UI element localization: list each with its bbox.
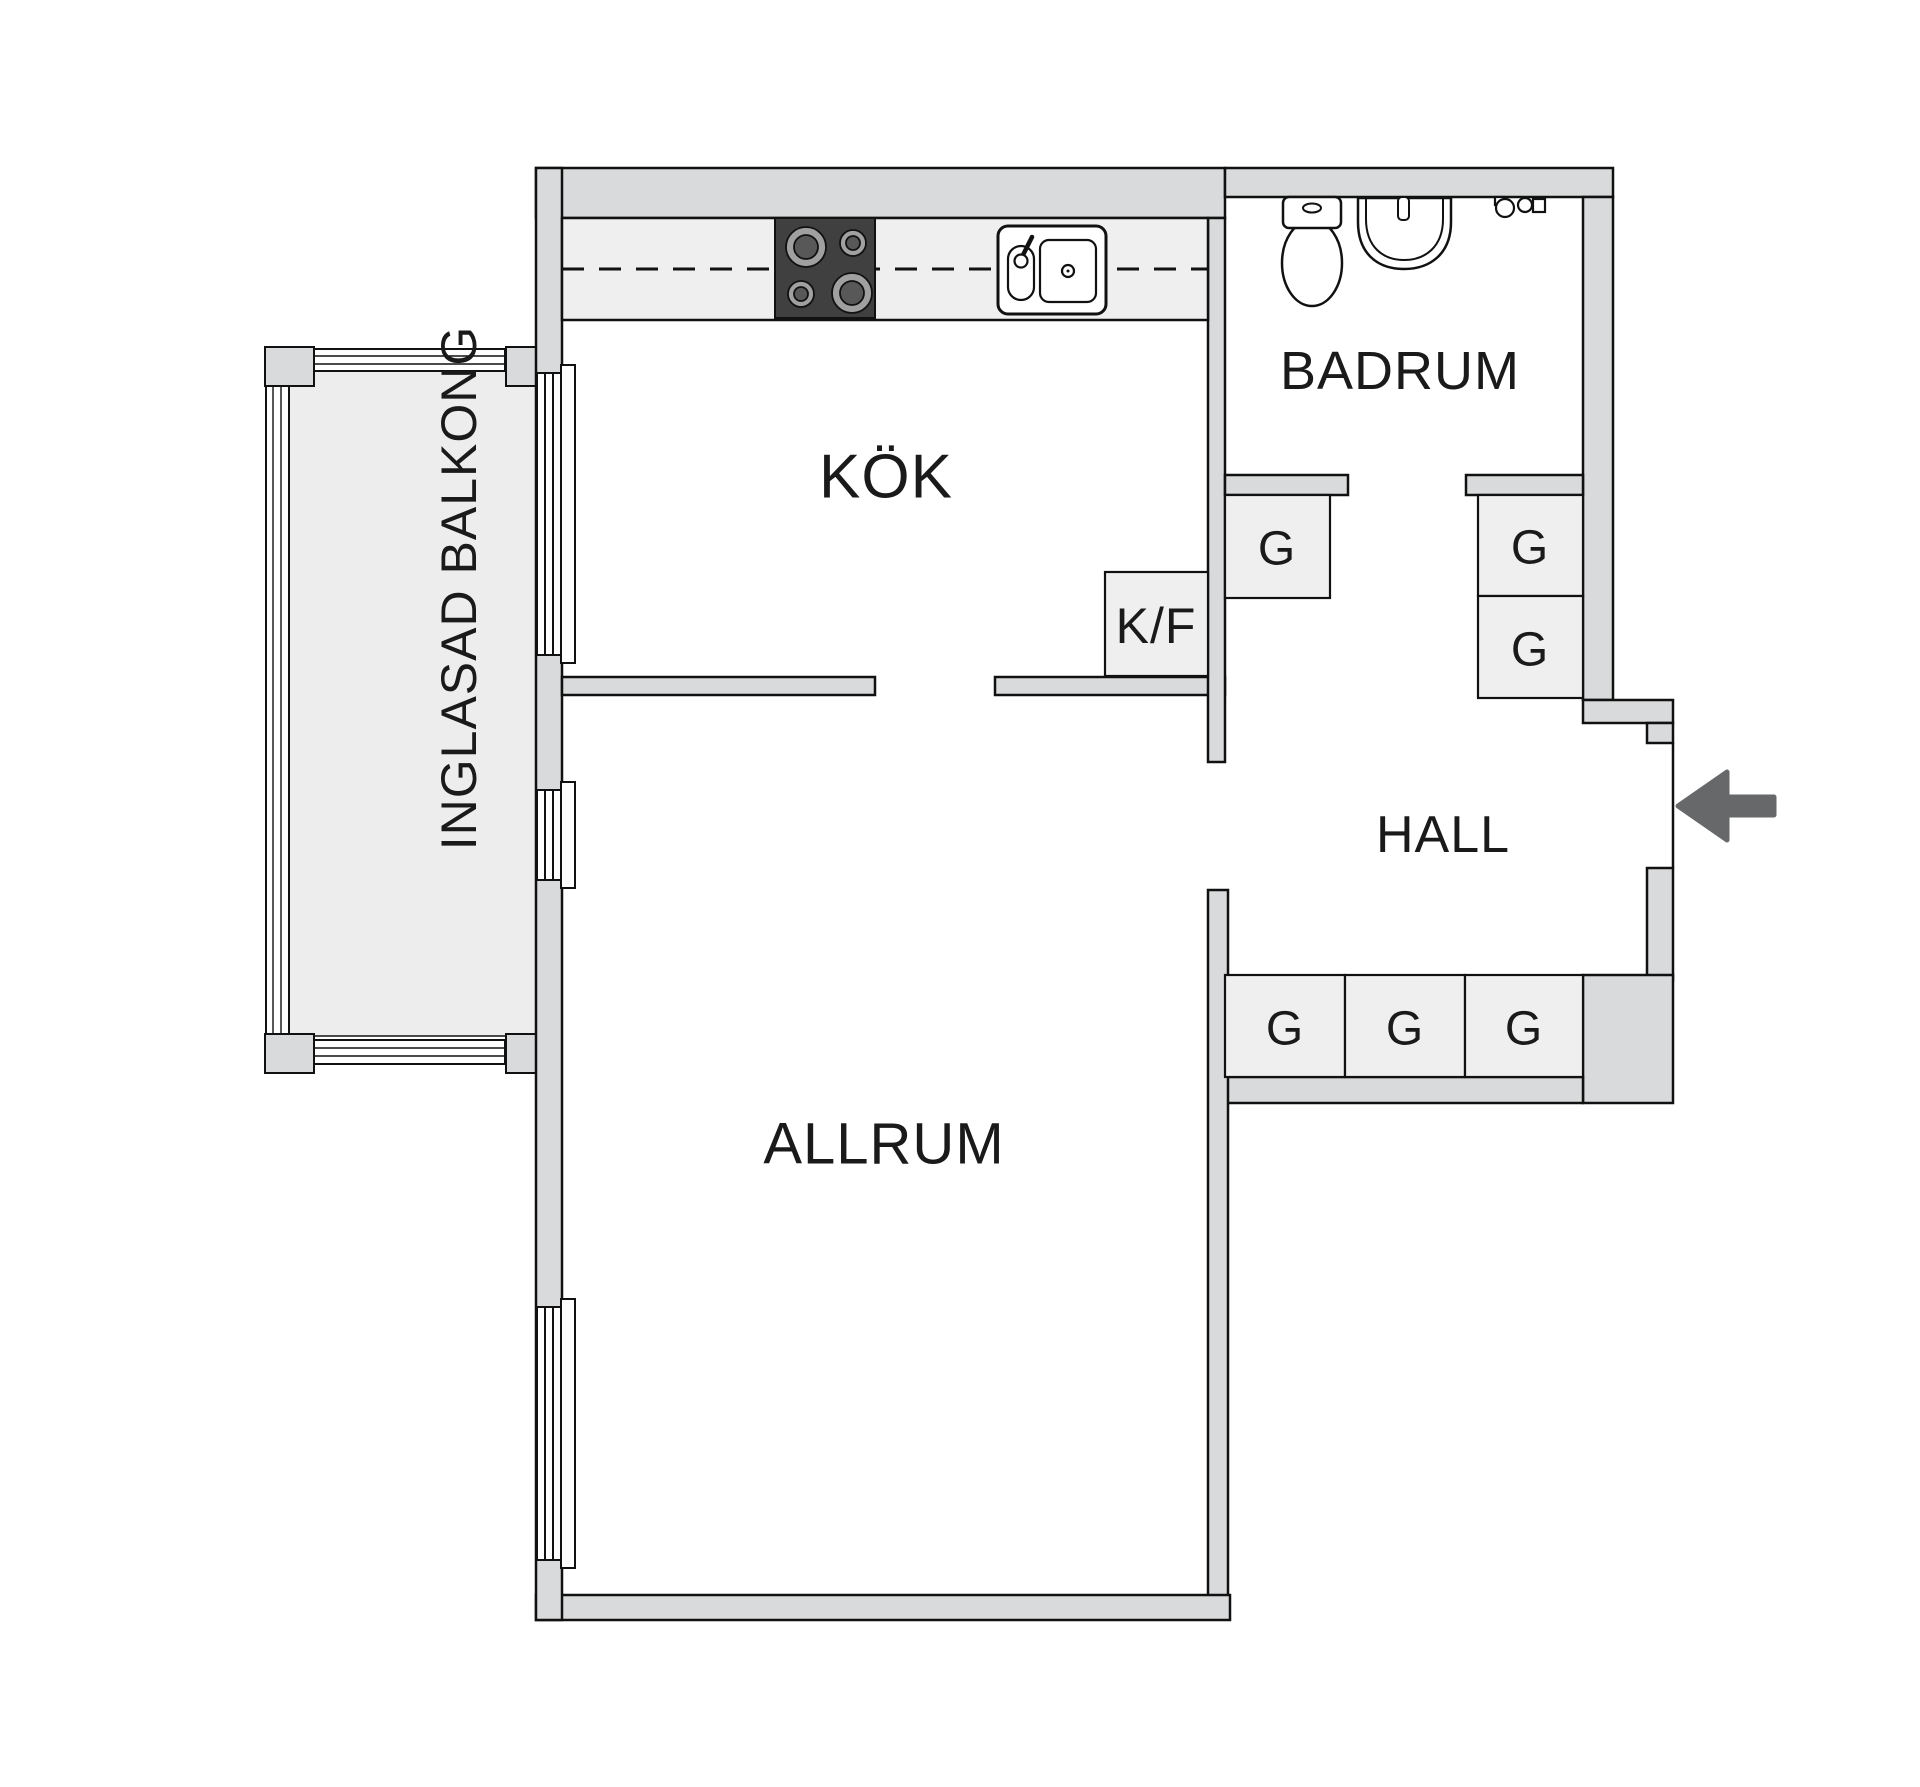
- bathroom-fixtures: [1280, 195, 1547, 308]
- balcony-floor: [288, 370, 539, 1037]
- balcony-corner-block: [264, 1033, 315, 1074]
- window-living-balcony: [536, 781, 576, 889]
- windows: [536, 364, 576, 1569]
- shower-mixer-icon: [1493, 195, 1547, 219]
- label-bathroom: BADRUM: [1280, 341, 1520, 401]
- wall-right-upper: [1581, 195, 1615, 702]
- wardrobe-box: [1223, 493, 1332, 600]
- label-wardrobe: G: [1266, 1003, 1304, 1056]
- wardrobe-box: [1463, 973, 1585, 1079]
- wall-kitchen-living-divider: [560, 675, 877, 697]
- balcony-corner-block: [264, 346, 315, 387]
- balcony: [264, 346, 539, 1074]
- label-wardrobe: G: [1505, 1003, 1543, 1056]
- label-kitchen: KÖK: [819, 443, 953, 512]
- wall-right-below-door: [1645, 866, 1675, 982]
- fridge-freezer-box: [1103, 570, 1210, 678]
- balcony-corner-block: [505, 346, 539, 387]
- burner-icon: [845, 235, 861, 251]
- storage-labels: K/F G G G G G G: [1116, 522, 1549, 1056]
- wall-bathroom-south-left: [1223, 473, 1350, 497]
- kitchen-sink: [996, 224, 1108, 316]
- wall-top-kitchen: [534, 166, 1227, 220]
- window-kitchen-balcony: [536, 364, 576, 664]
- toilet-icon: [1280, 195, 1344, 308]
- label-wardrobe: G: [1258, 523, 1296, 576]
- closets: [1103, 493, 1585, 1079]
- label-wardrobe: G: [1511, 624, 1549, 677]
- balcony-glazing-bottom: [313, 1039, 506, 1065]
- wall-top-bathroom: [1223, 166, 1615, 199]
- wardrobe-box: [1476, 594, 1585, 700]
- burner-icon: [839, 280, 865, 306]
- label-living-room: ALLRUM: [763, 1112, 1004, 1177]
- wall-kitchen-bath-divider: [1206, 216, 1227, 764]
- kitchen-fixtures: [560, 216, 1210, 322]
- wall-entry-jamb: [1581, 698, 1675, 725]
- wall-corner-lower-right: [1581, 973, 1675, 1105]
- kitchen-counter: [560, 216, 1210, 322]
- wall-entry-notch: [1645, 721, 1675, 745]
- entrance-arrow-icon: [1675, 769, 1777, 843]
- wardrobe-box: [1223, 973, 1347, 1079]
- burner-icon: [793, 234, 819, 260]
- wall-bottom: [534, 1593, 1232, 1622]
- label-hall: HALL: [1376, 806, 1510, 864]
- room-labels: KÖK BADRUM HALL ALLRUM INGLASAD BALKONG: [431, 326, 1520, 1177]
- label-wardrobe: G: [1511, 522, 1549, 575]
- burner-icon: [793, 286, 809, 302]
- wardrobe-box: [1476, 493, 1585, 598]
- wardrobe-box: [1343, 973, 1467, 1079]
- balcony-glazing-left: [265, 385, 290, 1035]
- wall-closet-nook-bottom: [1223, 1075, 1585, 1105]
- wall-bathroom-south-right: [1464, 473, 1585, 497]
- label-wardrobe: G: [1386, 1003, 1424, 1056]
- balcony-corner-block: [505, 1033, 539, 1074]
- washbasin-icon: [1356, 196, 1453, 271]
- wall-living-hall-divider: [993, 675, 1227, 697]
- stove: [774, 217, 876, 319]
- window-living-south: [536, 1298, 576, 1569]
- label-fridge-freezer: K/F: [1116, 598, 1197, 654]
- label-balcony: INGLASAD BALKONG: [431, 326, 487, 851]
